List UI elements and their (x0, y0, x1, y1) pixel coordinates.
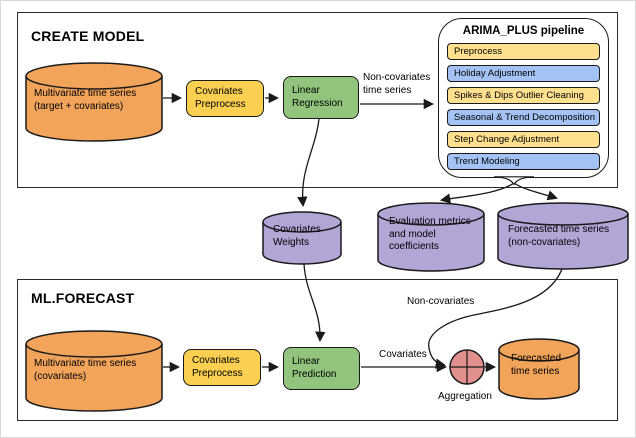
pipeline-title: ARIMA_PLUS pipeline (462, 25, 585, 37)
box-label: Covariates (192, 355, 240, 366)
create-model-title: CREATE MODEL (31, 28, 145, 44)
pipeline-step: Holiday Adjustment (447, 65, 600, 82)
forecast-result-label: Forecasted time series (511, 352, 561, 378)
label-line: (non-covariates) (508, 237, 581, 248)
covariates-weights-label: Covariates Weights (273, 223, 321, 249)
label-line: Covariates (273, 224, 321, 235)
box-label: Linear (292, 85, 320, 96)
box-label: Prediction (292, 368, 337, 380)
mlf-covariates-preprocess-box: Covariates Preprocess (183, 349, 261, 386)
label-line: and model (389, 228, 436, 240)
label-line: time series (511, 366, 560, 377)
non-covariates-arrow-label: Non-covariates (407, 296, 475, 307)
non-covariates-ts-arrow-label: Non-covariates time series (363, 71, 430, 97)
box-label: Linear (292, 356, 320, 367)
box-label: Preprocess (195, 98, 246, 110)
label-line: coefficients (389, 241, 439, 252)
label-line: Multivariate time series (34, 358, 137, 369)
pipeline-step: Spikes & Dips Outlier Cleaning (447, 87, 600, 104)
label-line: Forecasted time series (508, 224, 610, 235)
evaluation-metrics-label: Evaluation metrics and model coefficient… (389, 216, 471, 254)
box-label: Regression (292, 97, 343, 109)
covariates-arrow-label: Covariates (379, 349, 427, 360)
pipeline-step: Trend Modeling (447, 153, 600, 170)
label-line: Forecasted (511, 353, 562, 364)
box-label: Covariates (195, 86, 243, 97)
ml-forecast-title: ML.FORECAST (31, 290, 135, 306)
label-line: (target + covariates) (34, 101, 124, 112)
aggregation-label: Aggregation (438, 391, 492, 402)
label-line: Evaluation metrics (389, 216, 471, 227)
label-line: Multivariate time series (34, 88, 137, 99)
cm-covariates-preprocess-box: Covariates Preprocess (186, 80, 264, 117)
linear-prediction-box: Linear Prediction (283, 347, 360, 390)
linear-regression-box: Linear Regression (283, 76, 359, 119)
cm-source-label: Multivariate time series (target + covar… (34, 87, 136, 113)
label-line: Weights (273, 237, 309, 248)
box-label: Preprocess (192, 367, 243, 379)
pipeline-step: Seasonal & Trend Decomposition (447, 109, 600, 126)
label-line: Non-covariates (363, 72, 431, 83)
pipeline-step: Step Change Adjustment (447, 131, 600, 148)
forecast-non-covariates-label: Forecasted time series (non-covariates) (508, 223, 609, 249)
label-line: time series (363, 85, 412, 96)
mlf-source-label: Multivariate time series (covariates) (34, 357, 136, 383)
pipeline-step: Preprocess (447, 43, 600, 60)
label-line: (covariates) (34, 371, 87, 382)
